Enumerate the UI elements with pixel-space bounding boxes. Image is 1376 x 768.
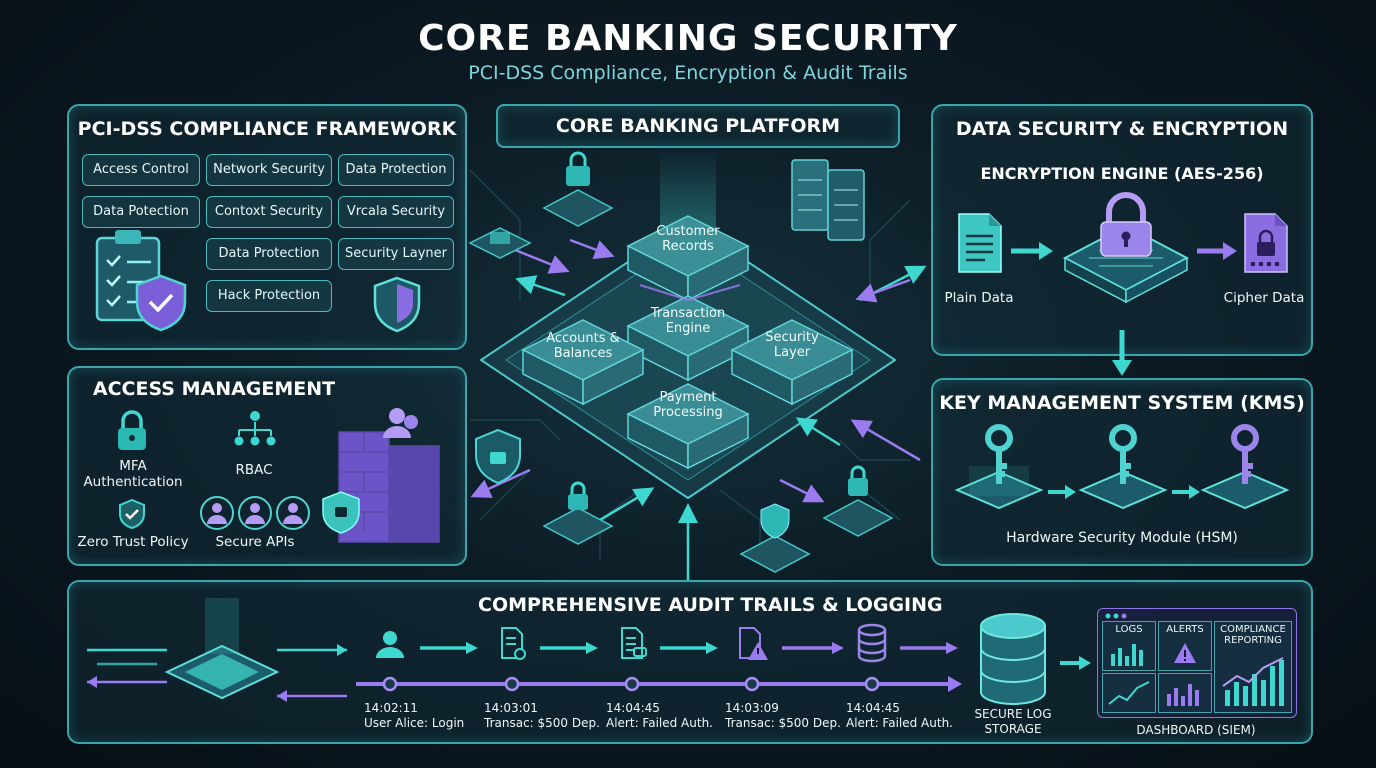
- key-icon-1: [954, 424, 1044, 510]
- page-subtitle: PCI-DSS Compliance, Encryption & Audit T…: [468, 62, 908, 84]
- dashboard-caption: DASHBOARD (SIEM): [1136, 723, 1256, 737]
- user-icon: [376, 631, 404, 658]
- arrow-right-small-icon: [1048, 485, 1076, 499]
- arrow-right-purple-icon: [1197, 242, 1237, 260]
- tag-data-protection-2: Data Protection: [206, 238, 332, 270]
- logs-bars-icon: [1111, 644, 1143, 666]
- event-3-text: Alert: Failed Auth.: [606, 716, 713, 730]
- chip-icon: [468, 227, 532, 259]
- database-icon: [857, 623, 887, 663]
- arrow-right-storage-icon: [1060, 656, 1091, 670]
- alerts-label: ALERTS: [1166, 624, 1204, 635]
- event-3-time: 14:04:45: [606, 701, 660, 715]
- tag-data-potection: Data Potection: [82, 196, 200, 228]
- data-stream-chip-icon: [87, 598, 347, 702]
- logs-label: LOGS: [1115, 624, 1143, 635]
- secure-storage-label: SECURE LOG STORAGE: [974, 707, 1052, 736]
- users-group-icon: [200, 496, 310, 530]
- tag-network-security: Network Security: [206, 154, 332, 186]
- tag-access-control: Access Control: [82, 154, 200, 186]
- rbac-label: RBAC: [235, 462, 273, 478]
- pci-dss-panel: PCI-DSS COMPLIANCE FRAMEWORK Access Cont…: [67, 104, 467, 350]
- event-1-time: 14:02:11: [364, 701, 418, 715]
- siem-dashboard: LOGS ALERTS COMPLIANCE REPORTING: [1097, 608, 1297, 718]
- block-payment-processing: Payment Processing: [653, 390, 723, 420]
- event-1-text: User Alice: Login: [364, 716, 465, 730]
- event-5-text: Alert: Failed Auth.: [846, 716, 953, 730]
- block-transaction-engine: Transaction Engine: [650, 306, 726, 336]
- warning-icon: [1174, 643, 1196, 663]
- alerts-tile: ALERTS: [1158, 621, 1212, 671]
- arrow-down-icon: [1112, 330, 1132, 376]
- access-management-panel: ACCESS MANAGEMENT MFA Authentication RBA…: [67, 366, 467, 566]
- audit-panel: COMPREHENSIVE AUDIT TRAILS & LOGGING: [67, 580, 1313, 744]
- key-icon-2: [1078, 424, 1168, 510]
- secure-apis-label: Secure APIs: [215, 534, 295, 550]
- line-chart-icon: [1108, 681, 1150, 705]
- compliance-chart-icon: [1222, 657, 1284, 706]
- compliance-label: COMPLIANCE REPORTING: [1220, 624, 1286, 646]
- compliance-tile: COMPLIANCE REPORTING: [1214, 621, 1292, 713]
- lock-chip-icon-3: [822, 465, 894, 537]
- hsm-label: Hardware Security Module (HSM): [1006, 530, 1238, 546]
- event-2-text: Transac: $500 Dep.: [484, 716, 600, 730]
- arrow-right-icon: [1011, 242, 1053, 260]
- cipher-document-icon: [1244, 213, 1288, 273]
- alert-document-icon: [739, 627, 768, 660]
- encryption-engine-title: ENCRYPTION ENGINE (AES-256): [980, 164, 1264, 183]
- tag-vrcala-security: Vrcala Security: [338, 196, 454, 228]
- arrow-right-small-icon-2: [1172, 485, 1200, 499]
- lock-icon: [118, 410, 146, 450]
- audit-timeline: [356, 623, 962, 692]
- shield-icon-floating: [475, 428, 521, 485]
- shield-chip-icon: [739, 503, 811, 573]
- zero-trust-label: Zero Trust Policy: [77, 534, 189, 550]
- block-customer-records: Customer Records: [656, 224, 720, 254]
- shield-icon: [373, 276, 421, 333]
- access-management-title: ACCESS MANAGEMENT: [92, 378, 336, 400]
- lock-chip-icon: [542, 151, 614, 227]
- event-4-text: Transac: $500 Dep.: [725, 716, 841, 730]
- document-coin-icon: [501, 627, 526, 660]
- kms-title: KEY MANAGEMENT SYSTEM (KMS): [939, 392, 1305, 414]
- rbac-hierarchy-icon: [234, 411, 276, 446]
- encryption-panel: DATA SECURITY & ENCRYPTION ENCRYPTION EN…: [931, 104, 1313, 356]
- plain-data-label: Plain Data: [944, 290, 1014, 306]
- page-title: CORE BANKING SECURITY: [418, 18, 958, 59]
- event-4-time: 14:03:09: [725, 701, 779, 715]
- pci-dss-title: PCI-DSS COMPLIANCE FRAMEWORK: [77, 118, 457, 140]
- cipher-data-label: Cipher Data: [1223, 290, 1305, 306]
- shield-check-small-icon: [119, 498, 145, 530]
- audit-title: COMPREHENSIVE AUDIT TRAILS & LOGGING: [478, 594, 943, 616]
- event-5-time: 14:04:45: [846, 701, 900, 715]
- core-platform-title-box: CORE BANKING PLATFORM: [496, 104, 900, 148]
- block-security-layer: Security Layer: [765, 330, 819, 360]
- core-platform-title: CORE BANKING PLATFORM: [555, 115, 841, 137]
- secure-storage-database-icon: [980, 613, 1046, 705]
- mfa-label: MFA Authentication: [83, 458, 183, 490]
- encryption-lock-icon: [1062, 192, 1190, 304]
- server-rack-icon: [791, 159, 865, 241]
- encryption-title: DATA SECURITY & ENCRYPTION: [955, 118, 1289, 140]
- shield-check-icon: [135, 274, 187, 332]
- document-list-icon: [621, 627, 647, 659]
- event-2-time: 14:03:01: [484, 701, 538, 715]
- key-icon-3: [1200, 424, 1290, 510]
- tag-security-layner: Security Layner: [338, 238, 454, 270]
- lock-chip-icon-2: [542, 481, 614, 545]
- window-dots-icon: [1105, 613, 1127, 619]
- kms-panel: KEY MANAGEMENT SYSTEM (KMS) Hardware Sec…: [931, 378, 1313, 566]
- tag-data-protection: Data Protection: [338, 154, 454, 186]
- tag-hack-protection: Hack Protection: [206, 280, 332, 312]
- block-accounts-balances: Accounts & Balances: [546, 331, 620, 361]
- document-icon: [958, 213, 1002, 273]
- logs-tile: LOGS: [1102, 621, 1156, 671]
- bar-chart-tile: [1158, 673, 1212, 713]
- firewall-icon: [322, 408, 440, 543]
- tag-contoxt-security: Contoxt Security: [206, 196, 332, 228]
- bar-chart-icon: [1167, 684, 1199, 706]
- line-chart-tile: [1102, 673, 1156, 713]
